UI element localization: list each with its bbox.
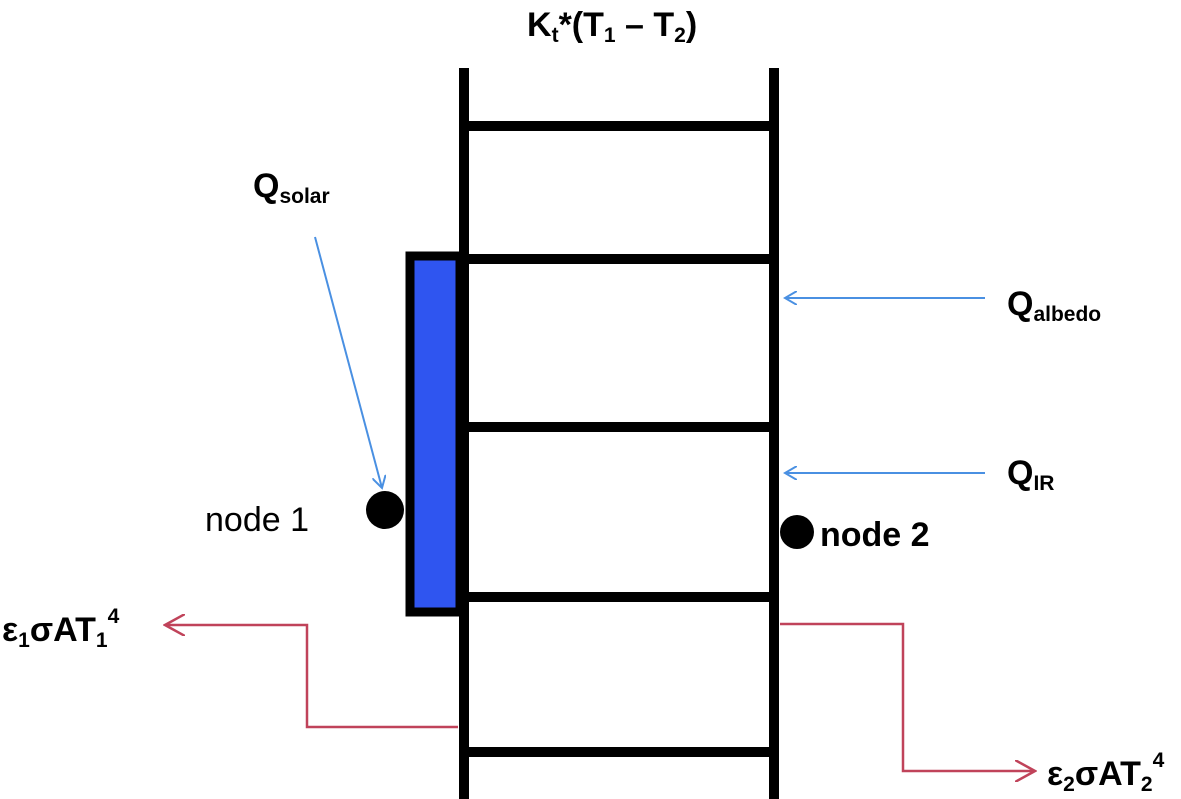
emission-2-label: ε2σAT24: [1047, 749, 1165, 796]
q-solar-label: Qsolar: [253, 167, 330, 208]
conductance-title: Kt*(T1 – T2): [527, 6, 697, 47]
node-1-marker: [366, 491, 404, 529]
node-2-label: node 2: [820, 516, 930, 554]
q-albedo-label: Qalbedo: [1007, 285, 1101, 326]
emission-1-arrow: [165, 625, 458, 729]
emission-1-label: ε1σAT14: [2, 605, 120, 652]
node-2-marker: [780, 515, 814, 549]
node-1-label: node 1: [205, 501, 309, 539]
solar-panel: [405, 251, 465, 617]
q-solar-arrow: [314, 236, 382, 488]
emission-2-arrow: [780, 622, 1035, 771]
q-ir-label: QIR: [1007, 454, 1054, 495]
